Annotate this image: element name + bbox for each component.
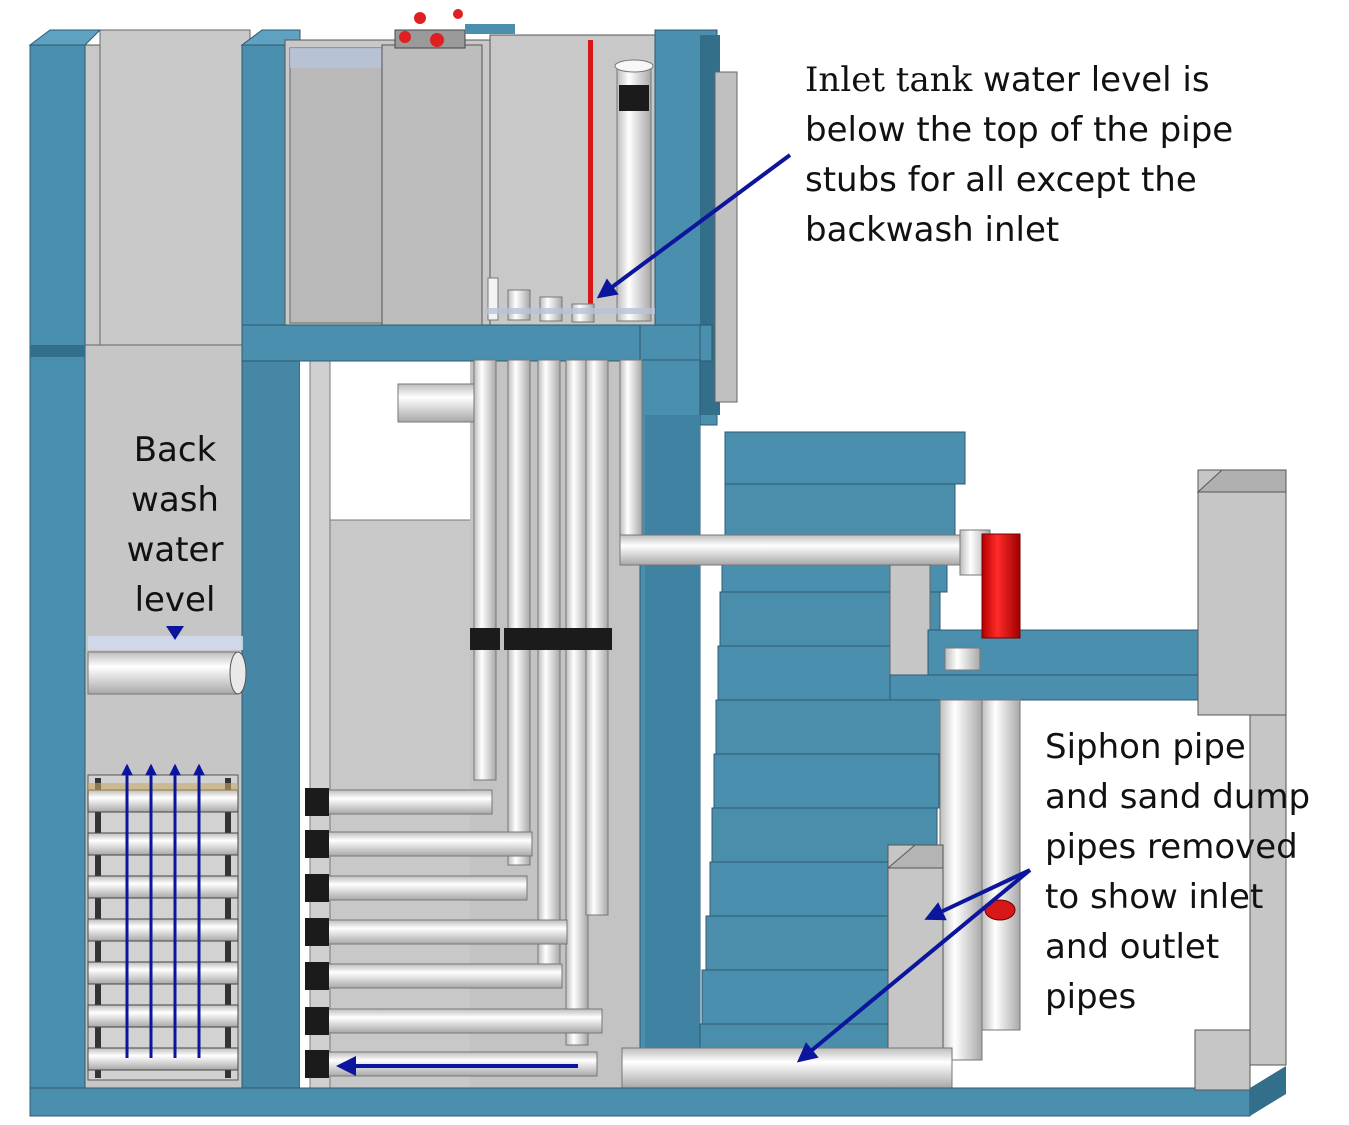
outlet-header-pipe	[621, 1047, 953, 1089]
backwash-water-surface	[88, 636, 243, 650]
inlet-annotation-line-3: stubs for all except the	[805, 160, 1197, 200]
inlet-annotation-line-4: backwash inlet	[805, 210, 1060, 250]
inlet-annotation-arrow	[596, 153, 792, 299]
siphon-line-6: pipes	[1045, 977, 1137, 1017]
siphon-line-5: and outlet	[1045, 927, 1220, 967]
inlet-tank	[284, 9, 738, 426]
inlet-tank-support-beam	[241, 324, 713, 1091]
siphon-riser-pipes	[939, 699, 1021, 1061]
siphon-annotation-arrow-upper	[924, 868, 1031, 921]
backwash-manifold-pipe	[87, 651, 247, 695]
right-platform	[889, 469, 1287, 716]
outlet-pipes	[305, 788, 603, 1078]
siphon-annotation: Siphon pipe and sand dump pipes removed …	[1045, 722, 1310, 1022]
filter-tank	[28, 29, 301, 1091]
base-slab	[29, 714, 1287, 1117]
backwash-line-3: water	[126, 530, 224, 570]
underdrain-manifold	[87, 774, 239, 1081]
inlet-annotation-lead: Inlet tank	[805, 60, 973, 100]
backwash-line-1: Back	[133, 430, 217, 470]
inlet-tank-annotation: Inlet tank water level is below the top …	[805, 55, 1233, 255]
inlet-annotation-line-1: Inlet tank water level is	[805, 60, 1210, 100]
siphon-line-3: pipes removed	[1045, 827, 1298, 867]
backwash-line-2: wash	[131, 480, 219, 520]
siphon-line-4: to show inlet	[1045, 877, 1264, 917]
red-valve	[981, 533, 1021, 639]
backwash-line-4: level	[134, 580, 216, 620]
siphon-line-2: and sand dump	[1045, 777, 1311, 817]
upflow-arrows	[121, 763, 205, 1058]
siphon-annotation-arrow-lower	[796, 868, 1032, 1063]
backwash-level-marker	[166, 626, 184, 640]
siphon-line-1: Siphon pipe	[1045, 727, 1246, 767]
side-inlet-pipe	[397, 383, 477, 423]
distribution-pipes	[470, 359, 643, 1046]
backwash-level-annotation: Back wash water level	[110, 425, 240, 625]
inlet-annotation-line-2: below the top of the pipe	[805, 110, 1234, 150]
